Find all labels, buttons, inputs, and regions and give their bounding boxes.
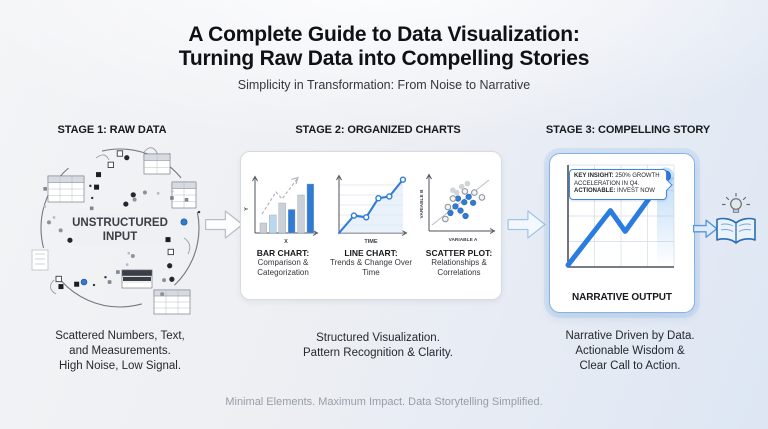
narrative-panel: KEY INSIGHT: 250% GROWTH ACCELERATION IN… bbox=[549, 153, 695, 313]
scatter-plot-desc: Relationships & Correlations bbox=[431, 258, 487, 277]
bar-chart-desc: Comparison & Categorization bbox=[257, 258, 309, 277]
scatter-plot-illustration: VARIABLE B VARIABLE A bbox=[419, 173, 496, 243]
stage2-header: STAGE 2: ORGANIZED CHARTS bbox=[295, 124, 461, 136]
page-title-line1: A Complete Guide to Data Visualization: bbox=[188, 23, 580, 46]
line-chart-desc: Trends & Change Over Time bbox=[330, 258, 412, 277]
footer-tagline: Minimal Elements. Maximum Impact. Data S… bbox=[225, 396, 543, 408]
unstructured-input-label-line2: INPUT bbox=[103, 231, 138, 243]
scatter-plot-group: VARIABLE B VARIABLE A SCATTER PLOT: Rela… bbox=[417, 167, 501, 299]
callout-line1: KEY INSIGHT: 250% GROWTH bbox=[574, 173, 662, 181]
stage1-header: STAGE 1: RAW DATA bbox=[57, 124, 167, 136]
open-book-icon bbox=[716, 217, 756, 244]
stage3-caption: Narrative Driven by Data. Actionable Wis… bbox=[530, 329, 730, 374]
stage3-header: STAGE 3: COMPELLING STORY bbox=[545, 124, 711, 136]
callout-line3: ACTIONABLE: INVEST NOW bbox=[574, 188, 662, 196]
stage3-caption-line: Clear Call to Action. bbox=[579, 360, 681, 372]
flow-arrow-1-icon bbox=[204, 210, 244, 239]
bar-xlabel: X bbox=[284, 239, 288, 245]
insight-book-icon bbox=[716, 193, 756, 244]
stage2-caption-line: Pattern Recognition & Clarity. bbox=[303, 347, 453, 359]
stage1-caption: Scattered Numbers, Text, and Measurement… bbox=[20, 329, 220, 374]
scatter-ylabel: VARIABLE B bbox=[419, 189, 425, 218]
scatter-xlabel: VARIABLE A bbox=[449, 237, 478, 243]
stage1-caption-line: Scattered Numbers, Text, bbox=[55, 330, 185, 342]
stage2-caption-line: Structured Visualization. bbox=[316, 332, 440, 344]
callout-line1-bold: KEY INSIGHT: bbox=[574, 173, 614, 179]
scatter-plot-title: SCATTER PLOT: bbox=[425, 248, 493, 258]
unstructured-input-label-line1: UNSTRUCTURED bbox=[72, 217, 168, 229]
page-title: A Complete Guide to Data Visualization: … bbox=[0, 23, 768, 71]
bar-chart-group: Y X BAR CHART: Comparison & Categorizati… bbox=[241, 167, 325, 299]
lightbulb-icon bbox=[721, 193, 751, 213]
page-subtitle: Simplicity in Transformation: From Noise… bbox=[237, 78, 531, 92]
stage1-caption-line: High Noise, Low Signal. bbox=[58, 360, 182, 372]
raw-data-cluster-illustration: UNSTRUCTURED INPUT bbox=[31, 147, 201, 315]
line-chart-group: TIME LINE CHART: Trends & Change Over Ti… bbox=[329, 167, 413, 299]
line-chart-illustration: TIME bbox=[336, 174, 408, 245]
bar-chart-illustration: Y X bbox=[244, 175, 319, 245]
stage3-caption-line: Actionable Wisdom & bbox=[575, 345, 685, 357]
stage1-caption-line: and Measurements. bbox=[69, 345, 171, 357]
flow-arrow-3-icon bbox=[693, 219, 718, 238]
page-title-line2: Turning Raw Data into Compelling Stories bbox=[178, 47, 590, 70]
callout-line1-rest: 250% GROWTH bbox=[613, 173, 660, 179]
bar-ylabel: Y bbox=[244, 207, 250, 211]
key-insight-callout: KEY INSIGHT: 250% GROWTH ACCELERATION IN… bbox=[569, 169, 673, 200]
stage2-caption: Structured Visualization. Pattern Recogn… bbox=[278, 331, 478, 361]
flow-arrow-2-icon bbox=[507, 210, 546, 239]
callout-line2: ACCELERATION IN Q4. bbox=[574, 180, 640, 187]
stage3-caption-line: Narrative Driven by Data. bbox=[565, 330, 695, 342]
callout-line3-bold: ACTIONABLE: bbox=[574, 188, 616, 194]
callout-line3-rest: INVEST NOW bbox=[615, 188, 655, 194]
bar-chart-title: BAR CHART: bbox=[256, 248, 310, 258]
organized-charts-panel: Y X BAR CHART: Comparison & Categorizati… bbox=[240, 151, 502, 300]
line-chart-title: LINE CHART: bbox=[344, 248, 398, 258]
narrative-output-label: NARRATIVE OUTPUT bbox=[572, 292, 672, 303]
center-label-backing bbox=[74, 213, 166, 245]
line-xlabel: TIME bbox=[364, 239, 377, 245]
